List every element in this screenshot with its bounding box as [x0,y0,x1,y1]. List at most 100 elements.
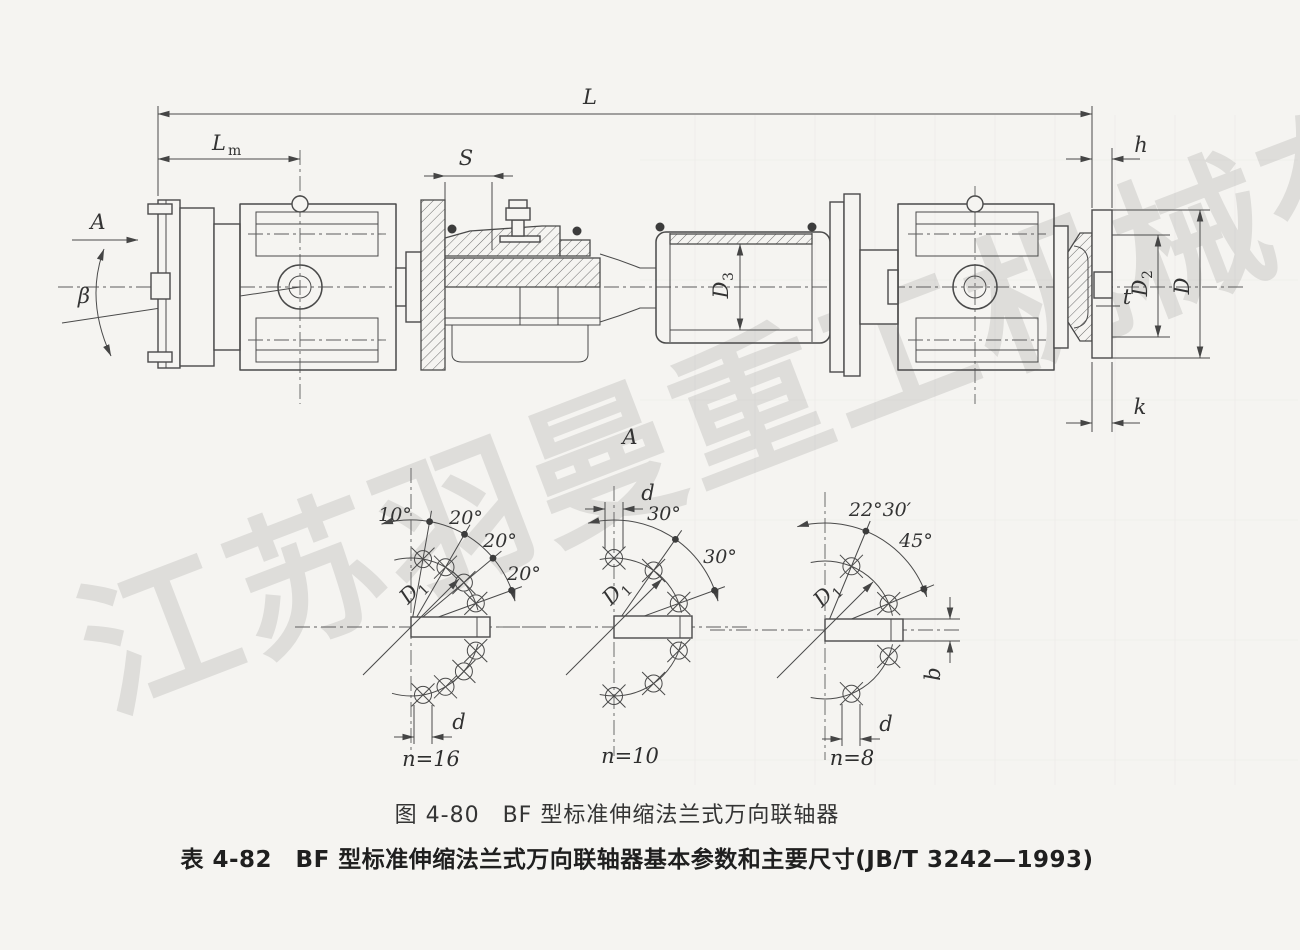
bolt-pattern-view-n8: D 1 22°30′ 45° b d n=8 [710,492,962,770]
bolt-count-label: n=16 [402,747,460,771]
sleeve-flange-plate [420,199,446,371]
dim-label-Lm-sub: m [228,143,241,159]
bolt-pattern-view-n10: D 1 30° 30° d n=10 [498,481,750,768]
dim-label-t: t [1123,285,1132,309]
bolt-hole-cross [411,683,435,707]
bolt-hole [644,674,663,693]
bleed-through-grid [640,115,1298,785]
figure-caption: 图 4-80 BF 型标准伸缩法兰式万向联轴器 [394,803,840,828]
bolt-hole-cross [452,570,476,595]
bolt-hole [454,573,473,592]
angle-label: 20° [482,530,517,552]
bolt-hole-cross [411,547,435,571]
bolt-hole-cross [463,591,488,616]
bolt-hole [436,558,455,577]
bolt-hole [879,594,898,613]
dim-label-k: k [1134,395,1147,419]
svg-text:D: D [709,281,733,299]
dim-label-S: S [459,146,473,170]
dim-label-D: D [1170,277,1194,295]
dim-label-d: d [641,481,654,505]
bolt-hole-cross [876,644,901,669]
section-a-label: A [620,425,637,449]
bolt-hole-cross [641,671,666,696]
bolt-hole-cross [602,684,626,708]
angle-label: 20° [506,563,541,585]
bolt-hole-cross [666,591,691,616]
svg-text:2: 2 [1140,270,1156,279]
bolt-hole [879,647,898,666]
bolt-hole [414,550,432,569]
bolt-count-label: n=10 [601,744,659,768]
cross-journal [277,264,323,310]
svg-text:D: D [1128,279,1152,297]
angle-label: 30° [647,503,681,525]
bolt-hole-cross [666,638,691,663]
angle-label: 20° [448,507,483,529]
bolt-hole-cross [839,554,864,579]
dim-label-h: h [1134,133,1148,157]
left-universal-joint [179,195,422,371]
beta-label: β [77,284,90,308]
bolt-hole-cross [602,546,626,570]
shaft-waist [599,253,656,323]
dim-label-D2: D 2 [1128,270,1156,297]
right-flange-pair [829,193,861,377]
bolt-hole [466,641,485,660]
main-assembly-view: A β [58,85,1245,449]
grease-fitting [499,199,541,243]
angle-label: 45° [898,530,933,552]
dim-label-D1: D 1 [808,582,847,612]
bolt-hole [842,684,861,703]
main-view-dimensions: L L m S h [157,85,1210,432]
bolt-count-label: n=8 [830,746,874,770]
left-shaft-neck [405,251,422,323]
bolt-pattern-view-n16: D 1 10° 20° 20° 20° d n=16 [295,468,546,771]
table-caption: 表 4-82 BF 型标准伸缩法兰式万向联轴器基本参数和主要尺寸(JB/T 32… [180,847,1094,873]
sleeve-body-section [444,257,601,288]
svg-text:3: 3 [721,272,737,281]
angle-label: 10° [378,504,412,526]
bolt-hole-cross [641,558,666,583]
dim-label-D3: D 3 [709,272,737,299]
bolt-hole-cross [876,591,901,616]
bolt-hole-cross [433,674,458,699]
dim-label-b: b [921,667,945,680]
svg-text:D: D [1170,277,1194,295]
dim-label-d: d [452,710,465,734]
dim-label-D1: D 1 [394,579,433,609]
angle-label: 30° [703,546,737,568]
svg-text:b: b [921,667,945,680]
dim-label-d: d [879,712,892,736]
bolt-hole [644,561,663,580]
cross-journal [952,264,998,310]
bolt-hole-cross [463,638,488,663]
swing-angle-arc [95,248,112,357]
bolt-hole [842,557,861,576]
bolt-hole [414,685,432,704]
bolt-hole [454,662,473,681]
bolt-hole [605,687,623,705]
angle-label: 22°30′ [848,499,912,521]
bolt-hole [669,641,688,660]
dim-label-Lm: L [211,131,226,155]
flange-key [1093,271,1113,299]
left-flange-key [150,272,171,300]
left-flange [147,199,181,369]
bolt-hole-cross [839,681,864,706]
bolt-hole-cross [433,555,458,580]
view-a-label: A [88,210,105,234]
dim-label-L: L [582,85,597,109]
bolt-hole [669,594,688,613]
right-output-flange [1067,209,1113,359]
telescopic-sleeve [420,199,601,371]
right-universal-joint [859,195,1069,371]
bolt-hole-cross [452,659,476,684]
bolt-holes [411,546,901,708]
bolt-hole [605,549,623,567]
middle-tube [655,222,831,344]
bolt-hole [466,594,485,613]
grease-dome [291,195,309,213]
